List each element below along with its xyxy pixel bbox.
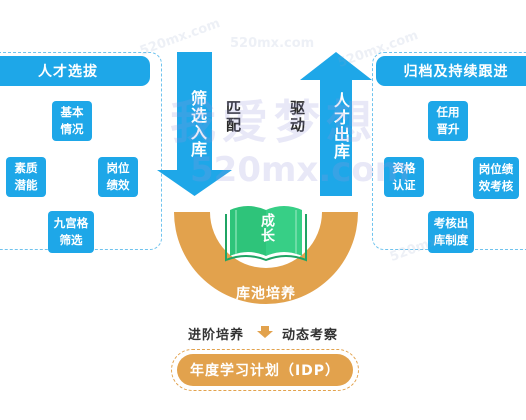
down-arrow-label: 筛选入库 [188,90,207,158]
left-item-performance: 岗位 绩效 [98,157,138,197]
book-icon [225,206,307,262]
left-item-potential: 素质 潜能 [6,157,46,197]
right-item-performance-review: 岗位绩 效考核 [473,157,519,199]
right-panel-title: 归档及持续跟进 [376,56,526,86]
drive-label: 驱动 [288,100,306,134]
up-arrow-label: 人才出库 [331,92,350,160]
small-down-arrow [257,326,273,338]
match-label: 匹配 [224,100,242,134]
left-item-basic-info: 基本 情况 [52,101,92,141]
pool-bowl [174,212,358,304]
idp-button: 年度学习计划（IDP） [177,354,353,386]
down-arrow [157,52,232,196]
pool-label: 库池培养 [236,286,296,302]
right-item-certification: 资格 认证 [384,157,424,197]
up-arrow [300,52,372,196]
left-panel-title: 人才选拔 [0,56,150,86]
right-item-exit-system: 考核出 库制度 [428,211,474,253]
idp-outline [171,349,359,391]
book-label: 成长 [259,213,275,243]
right-item-promotion: 任用 晋升 [428,101,468,141]
advance-label: 进阶培养 [188,328,245,343]
review-label: 动态考察 [282,328,339,343]
left-item-nine-grid: 九宫格 筛选 [48,211,94,253]
